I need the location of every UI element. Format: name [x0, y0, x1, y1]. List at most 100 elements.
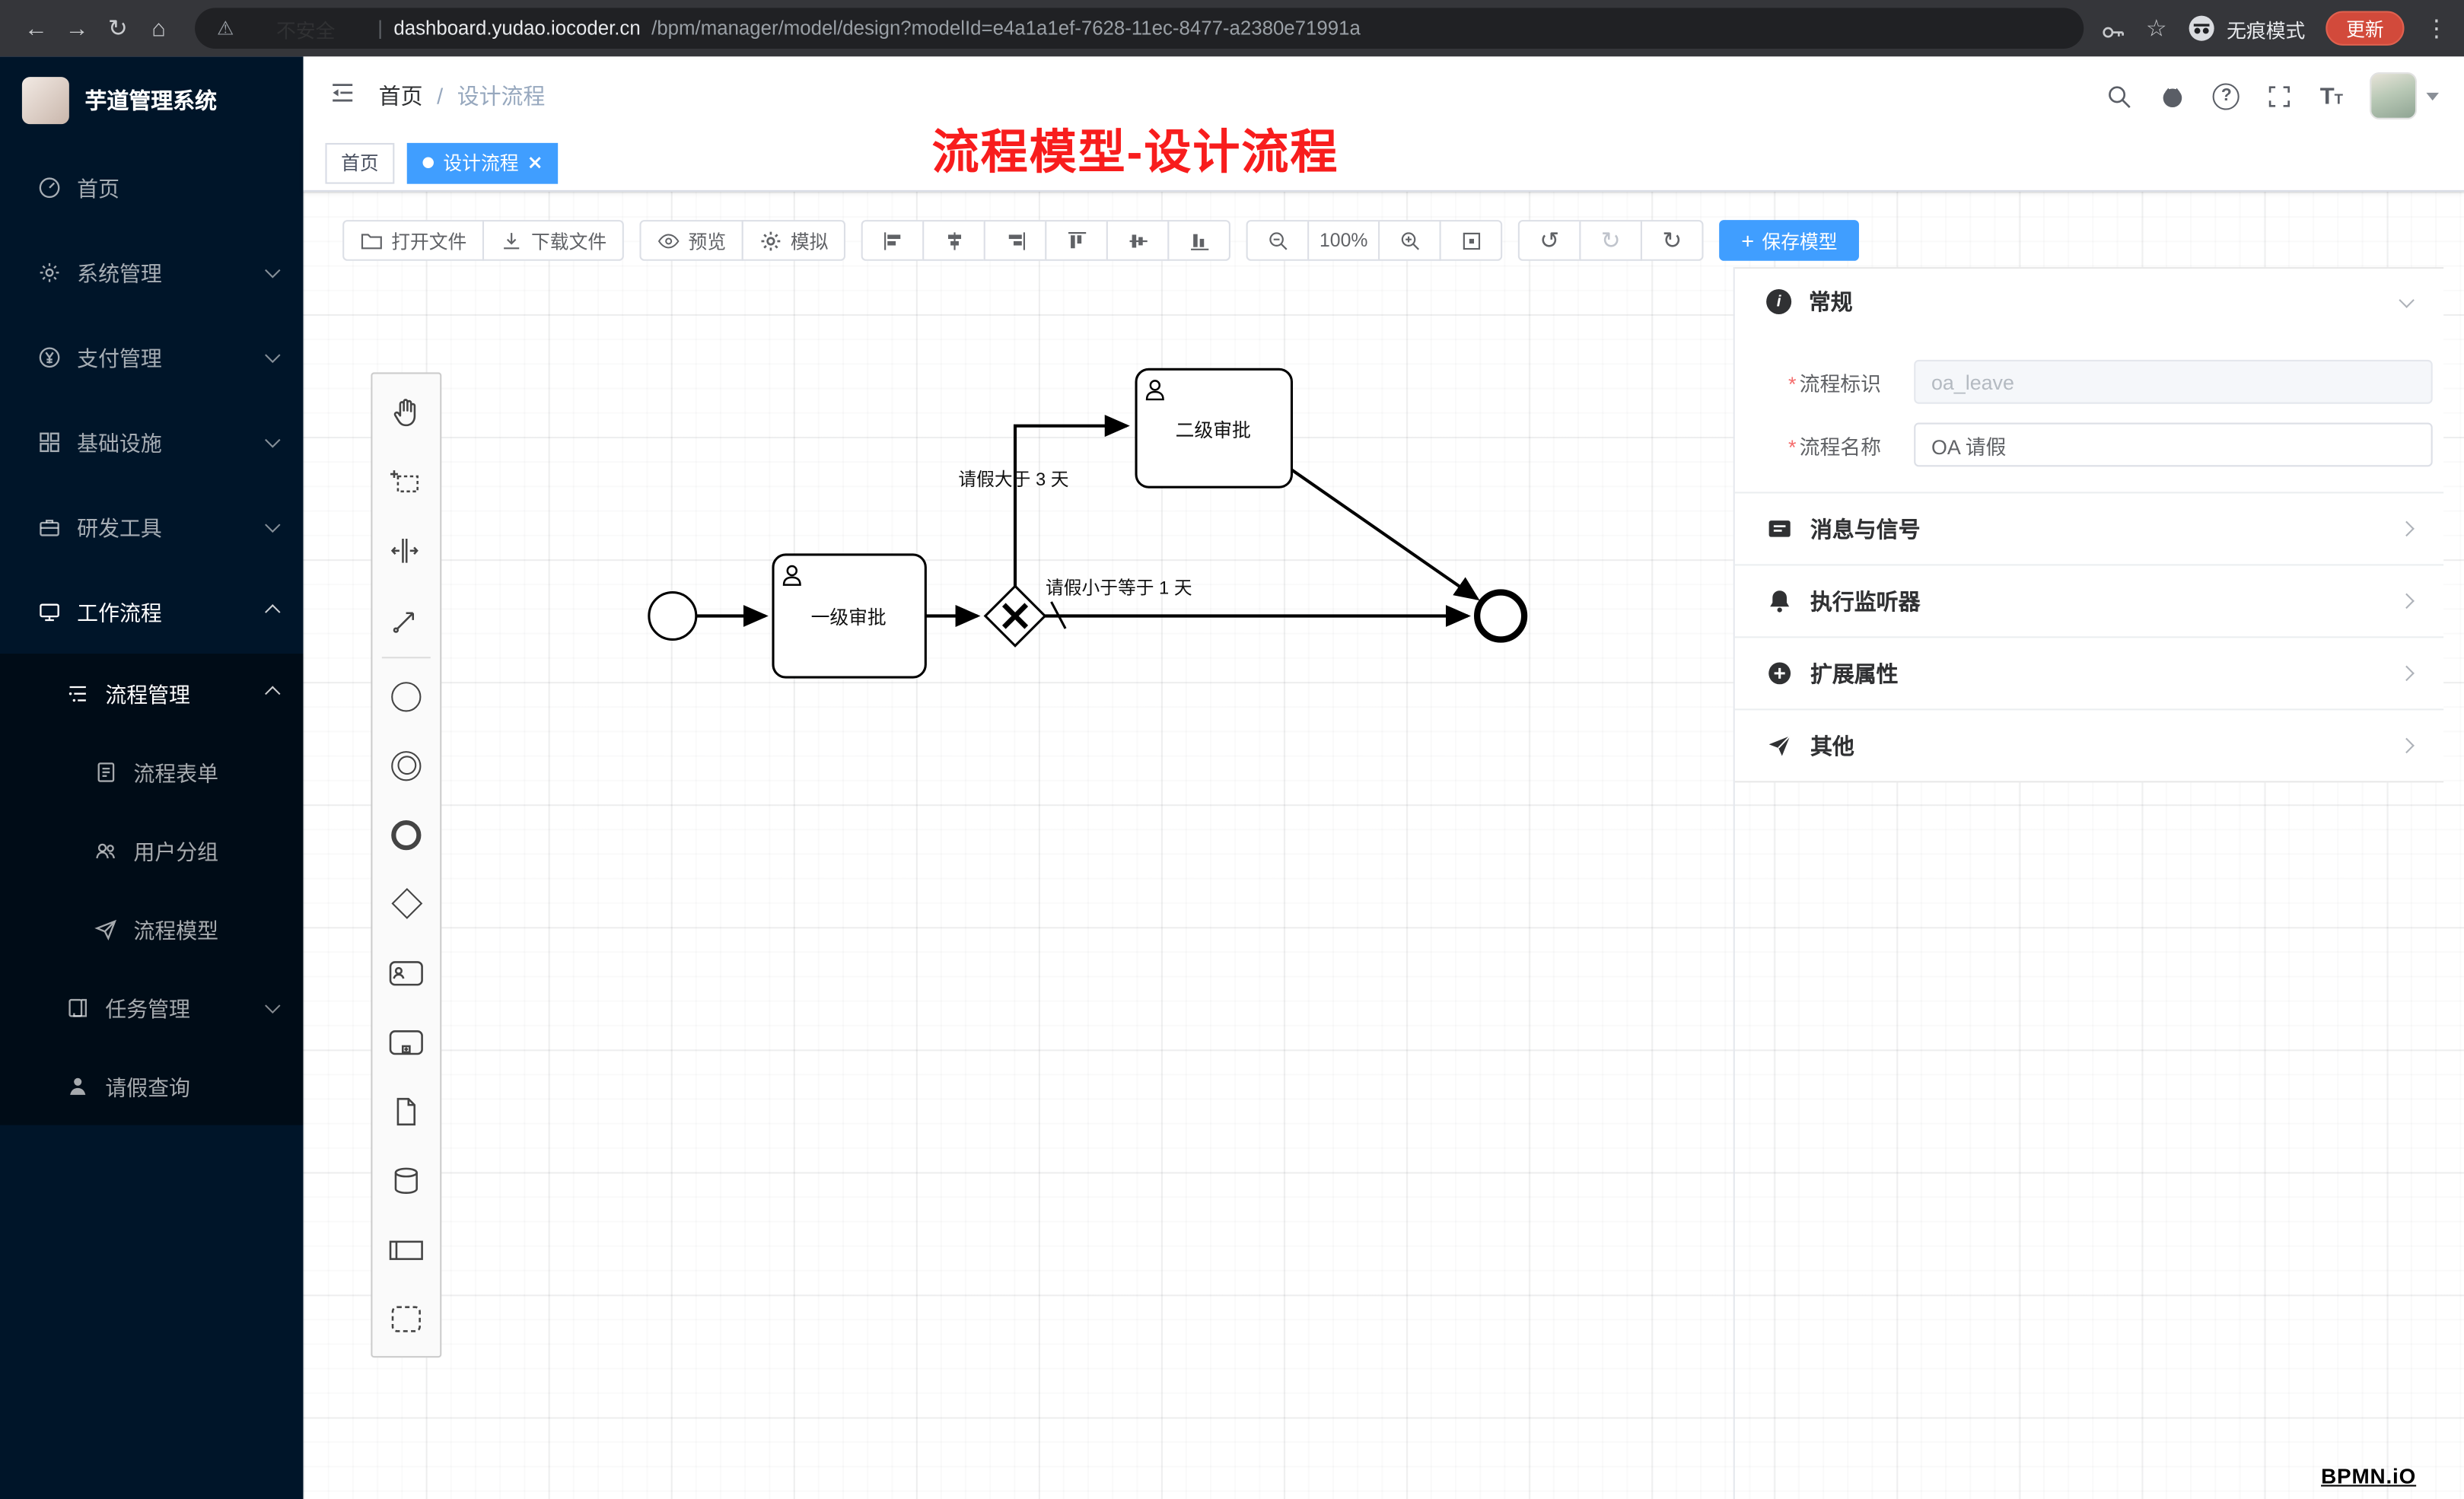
user-menu[interactable]	[2370, 72, 2439, 119]
user-task-level2[interactable]	[1135, 368, 1294, 489]
process-name-input[interactable]	[1914, 422, 2433, 467]
sidebar-item-label: 请假查询	[105, 1076, 190, 1100]
zoom-out-button[interactable]	[1246, 220, 1310, 261]
user-task-level1[interactable]	[772, 553, 927, 679]
palette-space-tool[interactable]	[372, 515, 440, 584]
github-icon[interactable]	[2160, 82, 2186, 109]
process-key-input[interactable]	[1914, 359, 2433, 404]
align-left-button[interactable]	[861, 220, 925, 261]
reload-icon[interactable]: ↻	[107, 15, 128, 43]
sidebar-collapse-icon[interactable]	[329, 78, 357, 113]
palette-start-event[interactable]	[372, 661, 440, 730]
breadcrumb-home[interactable]: 首页	[378, 83, 423, 109]
gear-icon	[40, 262, 59, 282]
process-name-row: *流程名称	[1788, 422, 2443, 467]
tab-home[interactable]: 首页	[325, 142, 395, 183]
fullscreen-icon[interactable]	[2266, 82, 2293, 109]
simulate-button[interactable]: 模拟	[741, 220, 846, 261]
search-icon[interactable]	[2106, 82, 2133, 109]
sidebar-item-leave-query[interactable]: 请假查询	[0, 1046, 304, 1125]
bpmn-diagram: 一级审批 二级审批 请假大于 3 天 请假小于等于 1 天	[648, 368, 1528, 679]
palette-call-activity[interactable]	[372, 1007, 440, 1077]
align-bottom-button[interactable]	[1167, 220, 1231, 261]
preview-button[interactable]: 预览	[639, 220, 743, 261]
palette-data-object[interactable]	[372, 1077, 440, 1146]
palette-participant[interactable]	[372, 1214, 440, 1284]
forward-icon[interactable]: →	[65, 14, 89, 42]
download-file-button[interactable]: 下载文件	[482, 220, 624, 261]
sidebar-item-process-model[interactable]: 流程模型	[0, 890, 304, 968]
align-center-icon	[947, 231, 961, 250]
url-bar[interactable]: ⚠ 不安全 | dashboard.yudao.iocoder.cn/bpm/m…	[195, 8, 2084, 49]
open-file-button[interactable]: 打开文件	[342, 220, 485, 261]
section-general[interactable]: i 常规	[1735, 269, 2443, 335]
history-button-group: ↺ ↻ ↻	[1517, 220, 1704, 261]
align-middle-button[interactable]	[1106, 220, 1170, 261]
chevron-down-icon	[265, 997, 281, 1013]
undo-button[interactable]: ↺	[1517, 220, 1581, 261]
bookmark-star-icon[interactable]: ☆	[2145, 15, 2167, 43]
sidebar-item-payment[interactable]: 支付管理	[0, 314, 304, 399]
palette-global-connect[interactable]	[372, 584, 440, 654]
back-icon[interactable]: ←	[24, 14, 48, 42]
bpmn-canvas[interactable]: 一级审批 二级审批 请假大于 3 天 请假小于等于 1 天	[303, 191, 2464, 1499]
help-icon[interactable]: ?	[2213, 82, 2240, 110]
bpmn-io-watermark[interactable]: BPMN.iO	[2321, 1464, 2417, 1488]
sidebar-item-devtools[interactable]: 研发工具	[0, 484, 304, 569]
section-extended-attributes[interactable]: 扩展属性	[1734, 636, 2444, 708]
sidebar-item-infrastructure[interactable]: 基础设施	[0, 399, 304, 485]
chevron-up-icon	[265, 685, 281, 701]
end-event[interactable]	[1474, 589, 1528, 643]
start-event[interactable]	[648, 590, 698, 641]
home-icon[interactable]: ⌂	[151, 14, 166, 42]
data-object-icon	[396, 1096, 415, 1125]
users-icon	[96, 842, 115, 858]
restart-button[interactable]: ↻	[1641, 220, 1704, 261]
section-other[interactable]: 其他	[1734, 708, 2444, 781]
align-right-button[interactable]	[983, 220, 1047, 261]
section-message-signal-label: 消息与信号	[1810, 516, 1921, 542]
palette-intermediate-event[interactable]	[372, 730, 440, 800]
browser-menu-icon[interactable]: ⋮	[2424, 15, 2449, 43]
workflow-submenu: 流程管理 流程表单 用户分组 流程模型	[0, 654, 304, 1125]
url-domain: dashboard.yudao.iocoder.cn	[393, 17, 641, 40]
palette-data-store[interactable]	[372, 1145, 440, 1214]
palette-user-task[interactable]	[372, 938, 440, 1007]
update-button[interactable]: 更新	[2326, 11, 2405, 46]
sidebar-menu: 首页 系统管理 支付管理 基础设施	[0, 145, 304, 1125]
sidebar-item-process-form[interactable]: 流程表单	[0, 732, 304, 810]
palette-group[interactable]	[372, 1284, 440, 1353]
sidebar-item-user-group[interactable]: 用户分组	[0, 811, 304, 890]
sidebar-item-workflow[interactable]: 工作流程	[0, 569, 304, 654]
section-message-signal[interactable]: 消息与信号	[1734, 492, 2444, 564]
palette-end-event[interactable]	[372, 800, 440, 869]
zoom-reset-button[interactable]	[1439, 220, 1503, 261]
tabs-bar: 首页 设计流程	[303, 135, 2464, 192]
app-logo[interactable]: 芋道管理系统	[0, 56, 304, 145]
tab-design-process[interactable]: 设计流程	[406, 142, 559, 183]
redo-button[interactable]: ↻	[1579, 220, 1643, 261]
send-plane-icon	[1766, 732, 1793, 759]
palette-gateway[interactable]	[372, 869, 440, 938]
sequence-flow-task2-end[interactable]	[1291, 468, 1480, 601]
save-model-button[interactable]: + 保存模型	[1719, 220, 1860, 261]
align-center-button[interactable]	[922, 220, 985, 261]
section-extended-attributes-label: 扩展属性	[1810, 660, 1899, 686]
sequence-flow-gateway-task2[interactable]	[1013, 415, 1130, 587]
sidebar-item-label: 流程管理	[105, 683, 190, 708]
user-task-icon	[782, 565, 801, 586]
key-icon[interactable]	[2099, 15, 2125, 42]
close-icon[interactable]	[528, 155, 543, 170]
browser-actions: ☆ 无痕模式 更新 ⋮	[2099, 11, 2449, 46]
sidebar-item-process-management[interactable]: 流程管理	[0, 654, 304, 732]
sidebar-item-system[interactable]: 系统管理	[0, 229, 304, 314]
palette-lasso-tool[interactable]	[372, 446, 440, 515]
sidebar-item-task-management[interactable]: 任务管理	[0, 968, 304, 1046]
align-top-button[interactable]	[1045, 220, 1108, 261]
tab-label: 设计流程	[443, 152, 519, 175]
section-execution-listener[interactable]: 执行监听器	[1734, 564, 2444, 636]
zoom-in-button[interactable]	[1378, 220, 1441, 261]
palette-hand-tool[interactable]	[372, 377, 440, 447]
sidebar-item-home[interactable]: 首页	[0, 145, 304, 230]
